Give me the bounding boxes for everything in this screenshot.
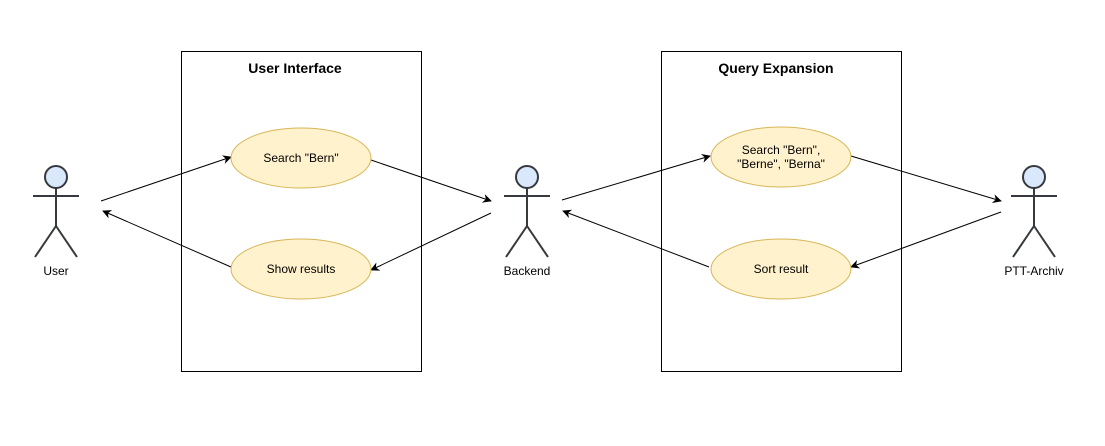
usecase-search-variants[interactable]: Search "Bern", "Berne", "Berna": [710, 126, 852, 188]
usecase-show-results-label: Show results: [267, 262, 336, 276]
boundary-user-interface[interactable]: User Interface: [181, 51, 422, 372]
actor-ptt-archiv[interactable]: PTT-Archiv: [1004, 165, 1064, 278]
boundary-query-expansion-title: Query Expansion: [718, 60, 833, 76]
edge-archive-to-sort-result: [850, 211, 1002, 269]
boundary-user-interface-title: User Interface: [248, 60, 342, 76]
usecase-sort-result-shape: [710, 238, 852, 300]
edge-backend-to-show-results: [370, 212, 492, 271]
actor-ptt-archiv-icon: [1011, 165, 1057, 258]
edge-backend-to-search-variants: [561, 153, 711, 201]
usecase-search-bern[interactable]: Search "Bern": [230, 127, 372, 189]
actor-backend[interactable]: Backend: [504, 165, 551, 278]
actor-backend-icon: [504, 165, 550, 258]
edge-search-variants-to-archive: [850, 155, 1002, 203]
boundary-query-expansion-frame: [661, 51, 902, 372]
actor-user-label: User: [43, 264, 68, 278]
usecase-search-bern-shape: [230, 127, 372, 189]
usecase-sort-result[interactable]: Sort result: [710, 238, 852, 300]
actor-ptt-archiv-label: PTT-Archiv: [1004, 264, 1063, 278]
edge-show-results-to-user: [102, 210, 232, 268]
usecase-show-results-shape: [230, 238, 372, 300]
actor-user[interactable]: User: [33, 165, 79, 278]
usecase-search-variants-label-line2: "Berne", "Berna": [737, 157, 825, 171]
usecase-search-bern-label: Search "Bern": [263, 151, 338, 165]
usecase-show-results[interactable]: Show results: [230, 238, 372, 300]
usecase-sort-result-label: Sort result: [754, 262, 809, 276]
actor-user-icon: [33, 165, 79, 258]
boundary-query-expansion[interactable]: Query Expansion: [661, 51, 902, 372]
usecase-search-variants-shape: [710, 126, 852, 188]
edge-search-bern-to-backend: [370, 159, 492, 203]
edge-user-to-search-bern: [100, 155, 232, 202]
boundary-user-interface-frame: [181, 51, 422, 372]
edge-sort-result-to-backend: [562, 209, 710, 268]
usecase-search-variants-label-line1: Search "Bern",: [742, 143, 821, 157]
actor-backend-label: Backend: [504, 264, 551, 278]
